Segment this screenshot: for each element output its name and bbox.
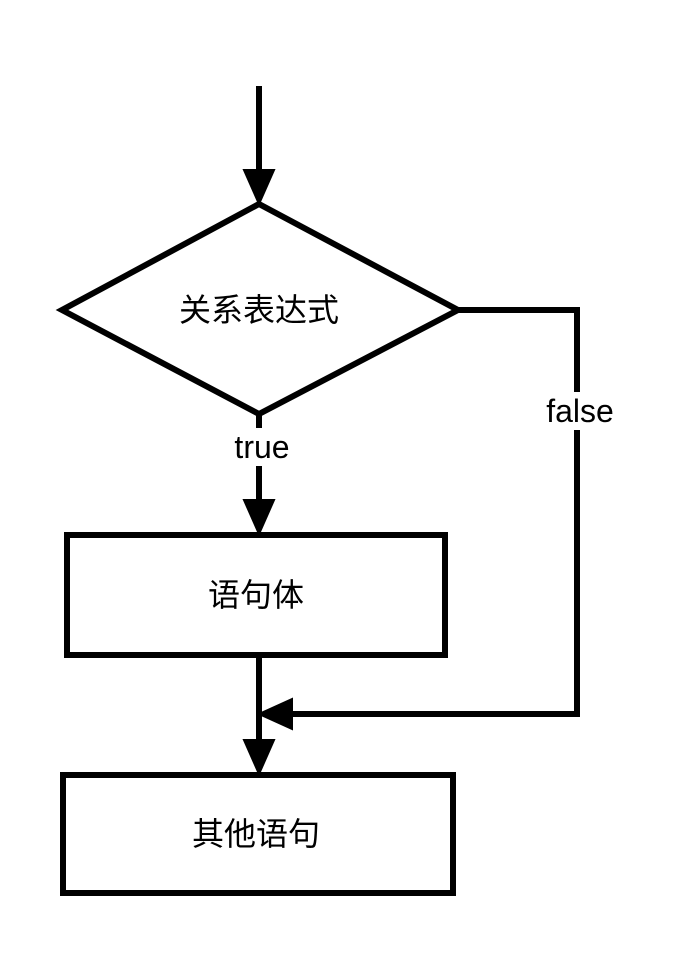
body-to-next-arrowhead bbox=[242, 739, 276, 777]
next-label: 其他语句 bbox=[192, 815, 320, 853]
false-branch-line bbox=[290, 307, 580, 717]
entry-arrowhead bbox=[242, 169, 276, 207]
body-label: 语句体 bbox=[208, 576, 304, 614]
next-box bbox=[60, 772, 456, 896]
false-label-background bbox=[538, 392, 622, 430]
condition-label: 关系表达式 bbox=[179, 291, 339, 329]
true-branch-label: true bbox=[234, 429, 289, 465]
true-label-background bbox=[226, 428, 292, 466]
false-branch-label: false bbox=[546, 393, 614, 429]
true-branch-arrowhead bbox=[242, 499, 276, 537]
false-branch-arrowhead bbox=[256, 697, 293, 731]
